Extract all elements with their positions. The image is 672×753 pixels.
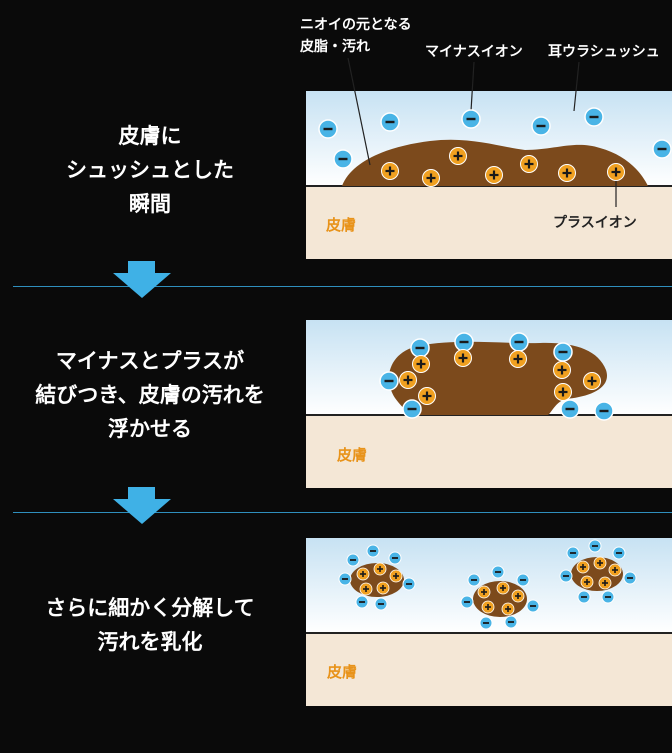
step-1-line-2: シュッシュとした (66, 158, 234, 182)
step-3-text: さらに細かく分解して 汚れを乳化 (0, 591, 300, 659)
plus-ion-icon (553, 361, 571, 379)
plus-ion-icon (449, 147, 467, 165)
plus-ion-icon (418, 387, 436, 405)
separator-line-2 (13, 512, 672, 513)
skin-label-1: 皮膚 (326, 216, 356, 234)
emulsified-droplet-2 (460, 565, 540, 630)
down-arrow-icon (113, 261, 171, 298)
minus-ion-icon (652, 139, 672, 159)
plus-ion-icon (558, 164, 576, 182)
dirt-blob-2 (388, 341, 607, 415)
skin-label-3: 皮膚 (327, 663, 357, 681)
label-odor-dirt-2: 皮脂・汚れ (299, 38, 370, 55)
plus-ion-icon (520, 155, 538, 173)
panel-1: ニオイの元となる 皮脂・汚れ マイナスイオン 耳ウラシュッシュ プラスイオン 皮… (299, 17, 672, 259)
plus-ion-icon (412, 355, 430, 373)
skin-label-2: 皮膚 (337, 446, 367, 464)
step-3-line-1: さらに細かく分解して (45, 596, 255, 620)
plus-ion-icon (554, 383, 572, 401)
minus-ion-icon (402, 399, 422, 419)
minus-ion-icon (461, 109, 481, 129)
emulsified-droplet-1 (338, 544, 416, 611)
minus-ion-icon (410, 338, 430, 358)
minus-ion-icon (454, 332, 474, 352)
plus-ion-icon (454, 349, 472, 367)
emulsified-droplet-3 (559, 539, 637, 604)
label-plus-ion: プラスイオン (553, 215, 637, 231)
plus-ion-icon (583, 372, 601, 390)
minus-ion-icon (584, 107, 604, 127)
label-minus-ion: マイナスイオン (425, 44, 523, 60)
step-2-line-1: マイナスとプラスが (55, 349, 245, 373)
step-1-line-3: 瞬間 (129, 192, 171, 216)
plus-ion-icon (381, 162, 399, 180)
minus-ion-icon (318, 119, 338, 139)
minus-ion-icon (594, 401, 614, 421)
label-odor-dirt-1: ニオイの元となる (300, 17, 412, 33)
step-2-text: マイナスとプラスが 結びつき、皮膚の汚れを 浮かせる (0, 344, 300, 446)
minus-ion-icon (531, 116, 551, 136)
minus-ion-icon (333, 149, 353, 169)
down-arrow-icon (113, 487, 171, 524)
label-ear-spray: 耳ウラシュッシュ (548, 44, 660, 60)
separator-line-1 (13, 286, 672, 287)
minus-ion-icon (560, 399, 580, 419)
minus-ion-icon (553, 342, 573, 362)
plus-ion-icon (509, 350, 527, 368)
step-1-line-1: 皮膚に (118, 124, 182, 148)
plus-ion-icon (607, 163, 625, 181)
plus-ion-icon (399, 371, 417, 389)
step-2-line-3: 浮かせる (108, 417, 192, 441)
plus-ion-icon (422, 169, 440, 187)
minus-ion-icon (379, 371, 399, 391)
minus-ion-icon (509, 332, 529, 352)
skin-layer-2 (306, 415, 672, 488)
step-1-text: 皮膚に シュッシュとした 瞬間 (0, 119, 300, 221)
plus-ion-icon (485, 166, 503, 184)
minus-ion-icon (380, 112, 400, 132)
skin-layer-1 (306, 186, 672, 259)
panel-3: 皮膚 (306, 538, 672, 706)
step-3-line-2: 汚れを乳化 (97, 630, 203, 654)
panel-2: 皮膚 (306, 320, 672, 488)
step-2-line-2: 結びつき、皮膚の汚れを (35, 383, 265, 407)
skin-layer-3 (306, 633, 672, 706)
